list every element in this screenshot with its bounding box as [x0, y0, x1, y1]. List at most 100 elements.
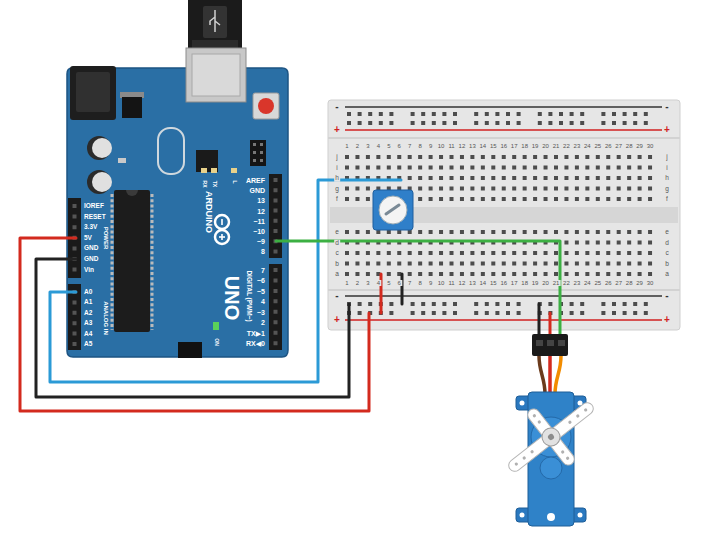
column-number: 21	[552, 143, 561, 149]
breadboard-hole	[421, 121, 425, 125]
breadboard	[345, 295, 662, 297]
arduino-board	[114, 190, 150, 332]
servo-motor	[539, 356, 545, 394]
led-label: L	[232, 180, 237, 183]
breadboard-hole	[548, 302, 552, 306]
pin-label: ~10	[253, 228, 265, 235]
breadboard-hole	[538, 112, 542, 116]
arduino-board	[269, 174, 282, 258]
breadboard-hole	[606, 187, 610, 191]
breadboard-hole	[355, 262, 359, 266]
servo-motor	[532, 413, 536, 417]
breadboard-hole	[481, 230, 485, 234]
breadboard-hole	[432, 302, 436, 306]
breadboard-hole	[366, 272, 370, 276]
breadboard-hole	[470, 262, 474, 266]
arduino-board	[76, 72, 110, 112]
pin-label: GND	[84, 256, 98, 263]
breadboard-hole	[408, 155, 412, 159]
breadboard-hole	[564, 166, 568, 170]
breadboard-hole	[648, 176, 652, 180]
column-number: 11	[447, 143, 455, 149]
breadboard-hole	[481, 272, 485, 276]
breadboard-hole	[575, 197, 579, 201]
column-number: 22	[562, 280, 571, 286]
breadboard-hole	[355, 272, 359, 276]
breadboard-hole	[355, 187, 359, 191]
breadboard-hole	[627, 251, 631, 255]
arduino-board	[92, 138, 112, 158]
arduino-board	[211, 168, 217, 173]
servo-motor	[525, 407, 576, 468]
breadboard-hole	[491, 251, 495, 255]
breadboard-hole	[617, 176, 621, 180]
breadboard-hole	[533, 176, 537, 180]
breadboard-hole	[548, 121, 552, 125]
breadboard-hole	[345, 112, 652, 315]
column-number: 10	[437, 280, 446, 286]
breadboard-hole	[564, 251, 568, 255]
column-number: 19	[531, 143, 540, 149]
breadboard-hole	[460, 176, 464, 180]
breadboard-hole	[627, 176, 631, 180]
breadboard-hole	[606, 155, 610, 159]
breadboard-hole	[564, 272, 568, 276]
potentiometer	[373, 190, 413, 230]
breadboard-hole	[575, 176, 579, 180]
column-number: 9	[428, 143, 433, 149]
breadboard-hole	[481, 176, 485, 180]
servo-motor	[560, 450, 564, 454]
arduino-board	[111, 194, 114, 330]
breadboard-hole	[439, 262, 443, 266]
brand-name: ARDUINO	[204, 191, 213, 233]
breadboard-hole	[585, 241, 589, 245]
breadboard-hole	[450, 230, 454, 234]
breadboard-hole	[481, 166, 485, 170]
breadboard-hole	[585, 197, 589, 201]
pin-label: 13	[257, 197, 265, 204]
breadboard-hole	[366, 187, 370, 191]
servo-motor	[514, 462, 518, 466]
arduino-board	[73, 204, 77, 276]
arduino-logo	[215, 230, 229, 244]
breadboard-hole	[460, 272, 464, 276]
breadboard-hole	[387, 166, 391, 170]
breadboard-hole	[617, 272, 621, 276]
breadboard-hole	[559, 121, 563, 125]
breadboard-hole	[627, 197, 631, 201]
breadboard-hole	[633, 121, 637, 125]
breadboard-hole	[585, 251, 589, 255]
arduino-board	[253, 93, 279, 119]
breadboard-hole	[623, 112, 627, 116]
servo-motor	[532, 334, 568, 356]
breadboard-hole	[491, 155, 495, 159]
usb-cable	[203, 6, 227, 38]
breadboard-hole	[355, 251, 359, 255]
servo-motor	[547, 513, 555, 521]
row-letter: b	[664, 260, 670, 267]
breadboard-hole	[470, 197, 474, 201]
breadboard-hole	[439, 176, 443, 180]
breadboard-hole	[429, 187, 433, 191]
breadboard-hole	[627, 155, 631, 159]
breadboard	[328, 100, 680, 330]
column-number: 24	[583, 143, 592, 149]
potentiometer	[379, 196, 407, 224]
breadboard-hole	[601, 121, 605, 125]
servo-motor	[520, 513, 525, 518]
pin-label: RX◀0	[246, 340, 265, 347]
led-label: TX	[212, 181, 217, 187]
column-number: 16	[499, 143, 508, 149]
breadboard-hole	[512, 230, 516, 234]
breadboard-hole	[596, 272, 600, 276]
breadboard-hole	[358, 302, 362, 306]
arduino-board	[274, 268, 278, 348]
column-number: 7	[407, 143, 412, 149]
breadboard-hole	[355, 197, 359, 201]
breadboard-hole	[544, 272, 548, 276]
rail-sign: +	[663, 315, 671, 325]
breadboard-hole	[408, 262, 412, 266]
pin-label: 4	[261, 298, 265, 305]
pin-label: GND	[249, 187, 265, 194]
breadboard-hole	[429, 155, 433, 159]
